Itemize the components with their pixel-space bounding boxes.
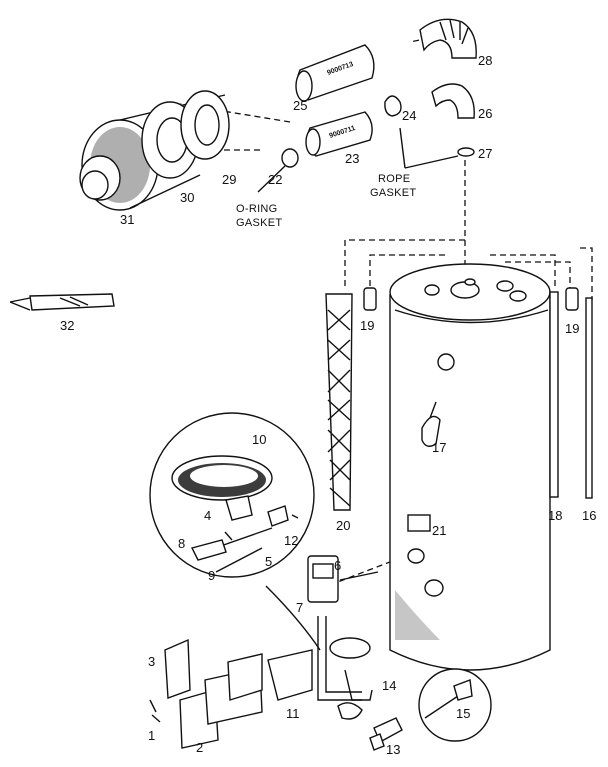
part-label-23: 23: [345, 151, 359, 166]
nipple-19-right: [565, 287, 579, 311]
vent-tube-25: 9000713: [295, 44, 375, 102]
water-heater-tank: [389, 263, 551, 671]
part-label-11: 11: [286, 706, 300, 721]
part-label-16: 16: [582, 508, 596, 523]
rope-gasket-24: [384, 95, 402, 117]
part-label-8: 8: [178, 536, 185, 551]
valve-17: [421, 401, 441, 447]
part-label-19-left: 19: [360, 318, 374, 333]
part-label-10: 10: [252, 432, 266, 447]
part-label-25: 25: [293, 98, 307, 113]
part-label-18: 18: [548, 508, 562, 523]
sealant-tube-32: [9, 293, 115, 311]
part-number-labels: 28 25 26 24 23 27 22 29 30 31 32 19 19 1…: [60, 53, 596, 757]
part-label-12: 12: [284, 533, 298, 548]
part-label-17: 17: [432, 440, 446, 455]
captions: O-RING GASKET ROPE GASKET: [236, 173, 416, 229]
gas-control-6: [307, 555, 379, 603]
part-label-1: 1: [148, 728, 155, 743]
part-label-20: 20: [336, 518, 350, 533]
caption-o-ring-line2: GASKET: [236, 217, 282, 229]
part-label-21: 21: [432, 523, 446, 538]
part-label-24: 24: [402, 108, 416, 123]
part-label-29: 29: [222, 172, 236, 187]
caption-o-ring-line1: O-RING: [236, 203, 278, 215]
part-label-4: 4: [204, 508, 211, 523]
part-label-14: 14: [382, 678, 396, 693]
dip-tube-18: [549, 291, 559, 498]
nipple-19-left: [363, 287, 377, 311]
gasket-ring-29: [180, 90, 230, 160]
vent-tube-23: 9000711: [305, 111, 373, 157]
part-label-30: 30: [180, 190, 194, 205]
o-ring-arrow: [257, 165, 286, 193]
shield-11: [267, 649, 313, 701]
part-label-5: 5: [265, 554, 272, 569]
drain-valve-13: [369, 717, 403, 751]
part-label-31: 31: [120, 212, 134, 227]
o-ring-gasket-22: [281, 148, 299, 168]
part-label-7: 7: [296, 600, 303, 615]
inlet-assembly-31: [79, 94, 226, 211]
caption-rope-line1: ROPE: [378, 173, 410, 185]
part-label-3: 3: [148, 654, 155, 669]
flue-baffle-20: [325, 293, 353, 511]
part-label-15: 15: [456, 706, 470, 721]
part-label-13: 13: [386, 742, 400, 757]
caption-rope-line2: GASKET: [370, 187, 416, 199]
part-label-27: 27: [478, 146, 492, 161]
gasket-27: [457, 147, 475, 157]
part-label-28: 28: [478, 53, 492, 68]
part-label-19-right: 19: [565, 321, 579, 336]
part-label-9: 9: [208, 568, 215, 583]
dip-tube-16: [585, 297, 593, 499]
part-label-26: 26: [478, 106, 492, 121]
elbow-28: [419, 18, 477, 59]
burner-assembly: [317, 616, 373, 720]
rating-plate-21: [407, 514, 431, 532]
part-label-2: 2: [196, 740, 203, 755]
pilot-detail-circle: [149, 412, 321, 651]
detail-circle-15: [418, 668, 492, 742]
rope-gasket-arrow: [399, 127, 459, 169]
part-label-32: 32: [60, 318, 74, 333]
part-label-6: 6: [334, 558, 341, 573]
access-panels: [149, 638, 263, 749]
part-label-22: 22: [268, 172, 282, 187]
elbow-26: [431, 83, 475, 119]
